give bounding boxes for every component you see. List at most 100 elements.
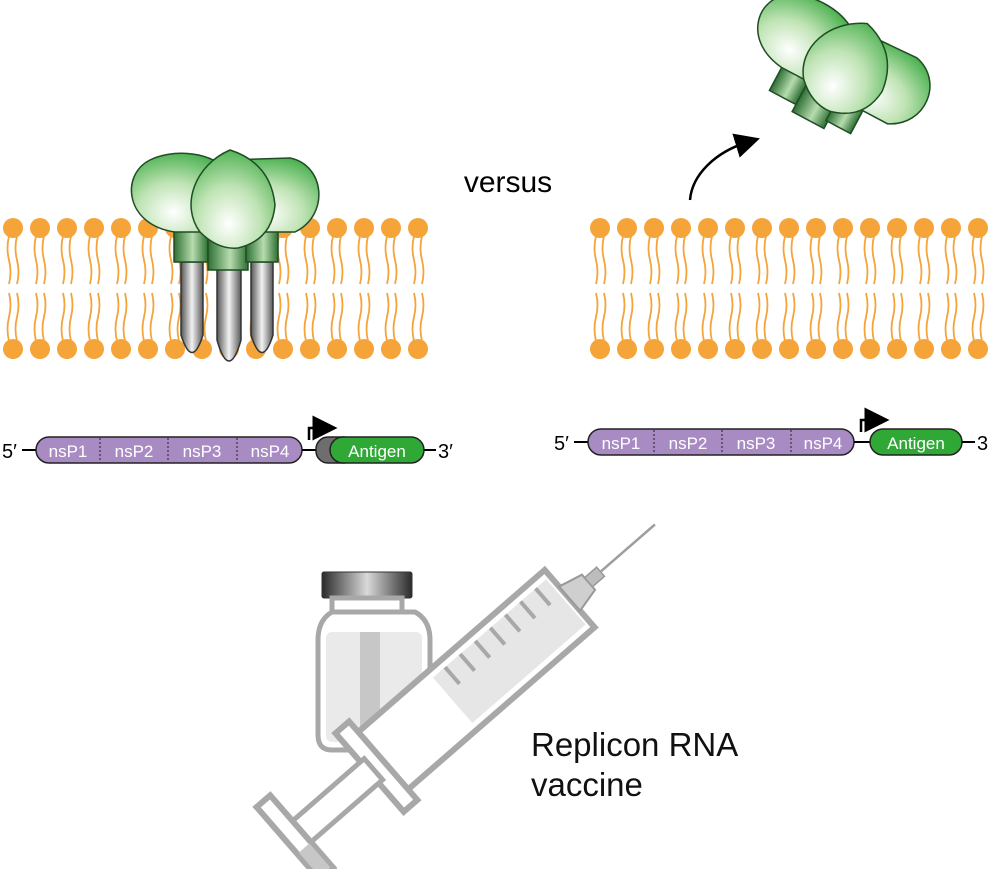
left-rna-construct: nsP1 nsP2 nsP3 nsP4 Antigen 5′ 3′ — [2, 415, 453, 464]
lipid-tail — [863, 235, 877, 342]
lipid-head — [752, 218, 772, 238]
lipid-head — [3, 218, 23, 238]
lipid-tail — [782, 235, 796, 342]
lipid-head — [779, 339, 799, 359]
lipid-head — [381, 218, 401, 238]
lipid-head — [887, 339, 907, 359]
lipid-head — [914, 218, 934, 238]
lipid-head — [111, 218, 131, 238]
lipid-head — [111, 339, 131, 359]
lipid-head — [84, 218, 104, 238]
lipid-tail — [917, 235, 931, 342]
needle — [599, 523, 656, 573]
lipid-head — [381, 339, 401, 359]
lipid-head — [752, 339, 772, 359]
lipid-head — [590, 339, 610, 359]
promoter-arrow — [307, 415, 338, 441]
release-arrow — [688, 133, 760, 201]
lipid-head — [327, 218, 347, 238]
lipid-tail — [971, 235, 985, 342]
lipid-tail — [890, 235, 904, 342]
lipid-tail — [276, 235, 290, 342]
lipid-tail — [809, 235, 823, 342]
lipid-head — [941, 218, 961, 238]
barrel-mark — [473, 639, 492, 659]
lipid-head — [3, 339, 23, 359]
syringe — [252, 523, 656, 869]
lipid-tail — [114, 235, 128, 342]
lipid-head — [779, 218, 799, 238]
five-prime-label: 5′ — [2, 441, 17, 463]
lipid-tail — [728, 235, 742, 342]
lipid-head — [887, 218, 907, 238]
lipid-head — [644, 218, 664, 238]
comparison-label: versus — [464, 166, 552, 199]
lipid-head — [300, 339, 320, 359]
antigen-label: Antigen — [887, 434, 945, 453]
lipid-tail — [593, 235, 607, 342]
lipid-tail — [647, 235, 661, 342]
three-prime-label: 3 — [977, 433, 988, 455]
lipid-head — [806, 339, 826, 359]
lipid-head — [941, 339, 961, 359]
lipid-head — [860, 339, 880, 359]
lipid-head — [671, 339, 691, 359]
needle-hub — [557, 573, 597, 613]
membrane-spike — [180, 261, 204, 354]
lipid-head — [617, 218, 637, 238]
lipid-tail — [6, 235, 20, 342]
lipid-head — [725, 218, 745, 238]
lipid-head — [273, 339, 293, 359]
vaccine-caption-line1: Replicon RNA — [531, 726, 738, 763]
segment-label-nsp4: nsP4 — [804, 434, 843, 453]
lipid-head — [968, 218, 988, 238]
lipid-head — [725, 339, 745, 359]
lipid-head — [833, 218, 853, 238]
lipid-head — [698, 339, 718, 359]
lipid-head — [914, 339, 934, 359]
antigen-label: Antigen — [348, 442, 406, 461]
lipid-tail — [33, 235, 47, 342]
lipid-tail — [836, 235, 850, 342]
membrane-spike — [250, 261, 274, 354]
segment-label-nsp3: nsP3 — [737, 434, 776, 453]
protein-lobe — [190, 149, 276, 249]
lipid-head — [57, 339, 77, 359]
segment-label-nsp3: nsP3 — [183, 442, 222, 461]
lipid-head — [57, 218, 77, 238]
protein-lobe — [802, 22, 889, 115]
lipid-tail — [357, 235, 371, 342]
lipid-head — [327, 339, 347, 359]
lipid-tail — [620, 235, 634, 342]
lipid-head — [833, 339, 853, 359]
lipid-head — [408, 218, 428, 238]
lipid-tail — [303, 235, 317, 342]
barrel-mark — [488, 626, 507, 646]
lipid-tail — [674, 235, 688, 342]
plunger-shade — [298, 843, 331, 869]
segment-label-nsp2: nsP2 — [669, 434, 708, 453]
lipid-tail — [141, 235, 155, 342]
syringe-fill — [432, 579, 586, 723]
lipid-head — [806, 218, 826, 238]
lipid-head — [138, 339, 158, 359]
lipid-head — [590, 218, 610, 238]
lipid-head — [354, 339, 374, 359]
segment-label-nsp4: nsP4 — [251, 442, 290, 461]
lipid-head — [84, 339, 104, 359]
vial-cap — [321, 571, 413, 599]
lipid-tail — [384, 235, 398, 342]
segment-label-nsp1: nsP1 — [602, 434, 641, 453]
lipid-head — [698, 218, 718, 238]
lipid-head — [408, 339, 428, 359]
lipid-tail — [944, 235, 958, 342]
lipid-head — [860, 218, 880, 238]
membrane-right — [590, 218, 988, 359]
barrel-mark — [534, 587, 552, 607]
three-prime-label: 3′ — [438, 441, 453, 463]
promoter-arrow — [859, 407, 890, 433]
segment-label-nsp1: nsP1 — [49, 442, 88, 461]
barrel-mark — [443, 665, 461, 686]
lipid-head — [30, 339, 50, 359]
